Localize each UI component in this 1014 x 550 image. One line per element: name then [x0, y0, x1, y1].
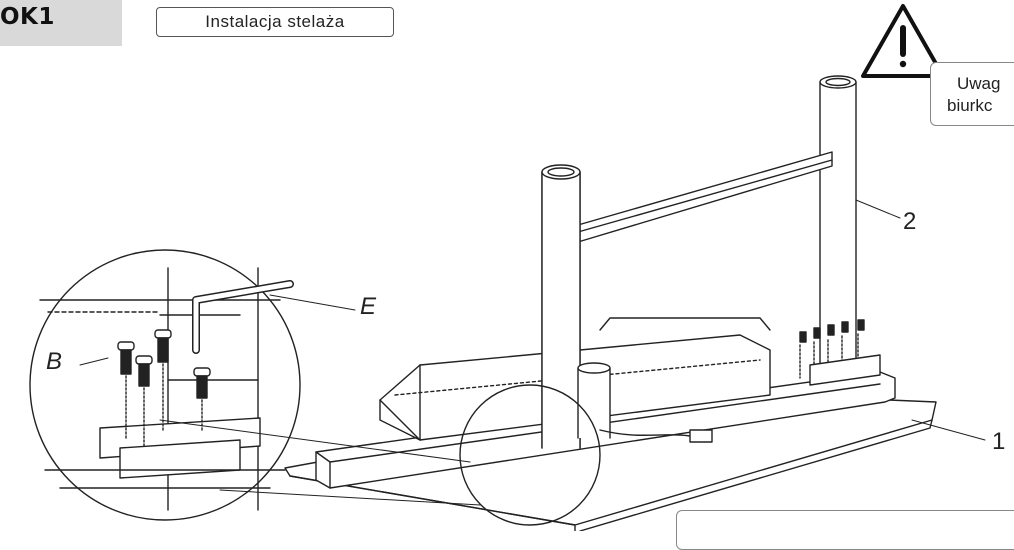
detail-origin-circle — [459, 384, 601, 526]
warning-note-box — [930, 62, 1014, 126]
cable — [599, 429, 713, 443]
detail-circle — [29, 249, 301, 521]
warning-triangle-icon — [861, 4, 945, 78]
callout-2: 2 — [903, 208, 917, 235]
callout-e: E — [360, 293, 377, 320]
callout-leader — [269, 294, 356, 311]
callout-1: 1 — [992, 428, 1006, 455]
leg-left — [541, 164, 581, 449]
leg-right — [819, 75, 857, 373]
section-title: Instalacja stelaża — [156, 7, 394, 37]
callout-leader — [911, 419, 986, 441]
detail-screws — [117, 329, 211, 399]
step-tab — [0, 0, 122, 46]
hex-key — [192, 280, 294, 354]
crossbar — [577, 151, 833, 243]
warning-text-line2: biurkc — [947, 96, 993, 115]
warning-text-line1: Uwag — [957, 74, 1001, 93]
callout-b: B — [46, 348, 63, 375]
detail-connector — [159, 419, 471, 463]
assembly-drawing — [29, 4, 986, 531]
callout-leader — [855, 199, 901, 219]
callout-leader — [79, 357, 109, 366]
bottom-note-box — [676, 510, 1014, 550]
step-label: OK1 — [0, 4, 55, 30]
detail-connector — [219, 489, 481, 506]
right-bracket-screws — [799, 319, 865, 343]
motor-cylinder — [577, 362, 611, 439]
